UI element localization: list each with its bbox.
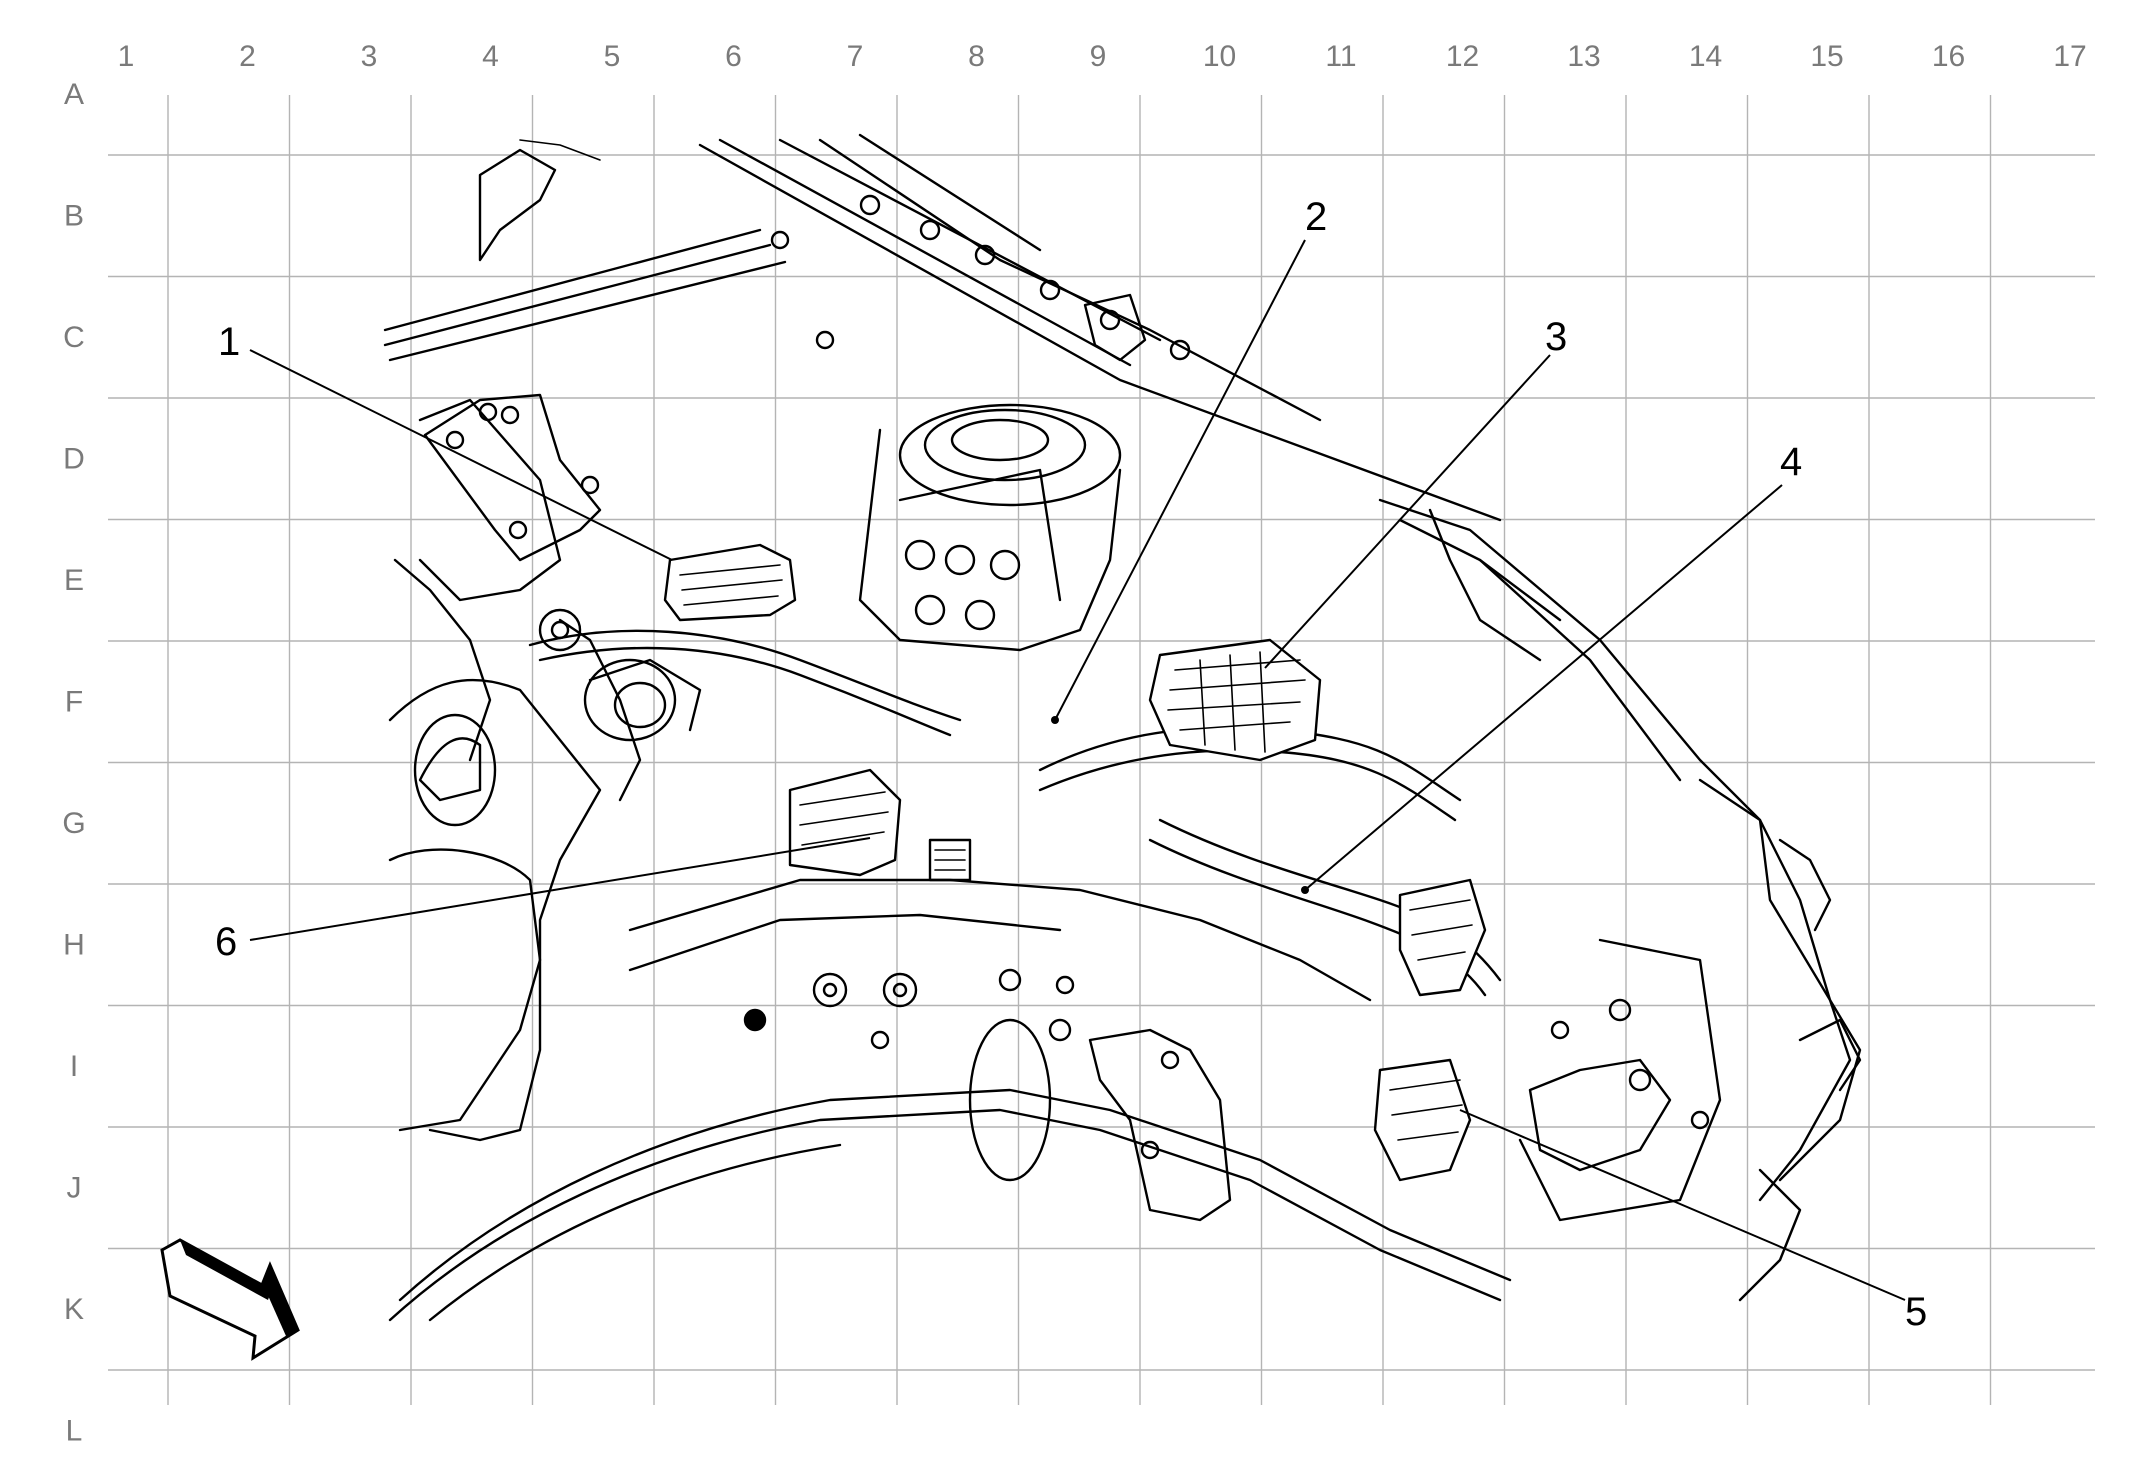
grid-column-label: 15 [1810,40,1843,73]
front-bumper-beam [698,138,1502,522]
view-direction-arrow-icon [160,1238,300,1361]
callout-3: 3 [1545,315,1567,359]
grid-column-label: 14 [1689,40,1722,73]
strut-tower [858,403,1122,652]
connector-5 [1373,1058,1472,1182]
grid-column-label: 17 [2053,40,2086,73]
callout-5: 5 [1905,1290,1927,1334]
grid-column-label: 8 [968,40,985,73]
left-wheelhouse [388,678,602,1142]
grid-row-label: G [62,807,85,840]
connector-4 [1398,878,1487,997]
grid-row-label: K [64,1293,84,1326]
underhood-fuse-block-3 [1148,638,1322,762]
lower-crossmember [388,1108,1502,1322]
main-wiring-harness [528,629,962,722]
line-art [383,133,1862,1322]
grid-row-label: I [70,1050,78,1083]
grid-row-label: A [64,78,84,111]
grid-row-label: L [66,1415,83,1448]
grid-row-label: J [67,1172,82,1205]
top-left-bracket [478,148,557,262]
grid-column-label: 13 [1567,40,1600,73]
grid-column-label: 9 [1090,40,1107,73]
grid-row-label: C [63,321,85,354]
relay-bracket-6 [788,768,972,882]
upper-rail-left [383,228,787,362]
callout-4: 4 [1780,440,1802,484]
radiator-support [818,133,1322,422]
center-frame-bracket [1088,1028,1232,1222]
callout-1: 1 [218,320,240,364]
grid-column-label: 11 [1325,40,1356,73]
reference-grid [108,95,2095,1405]
left-lower-panel [388,848,542,1132]
grid-column-label: 6 [725,40,742,73]
grid-row-label: F [65,686,83,719]
grid-column-label: 1 [118,40,135,73]
grid-row-label: E [64,564,84,597]
grid-column-label: 12 [1446,40,1479,73]
callout-6: 6 [215,920,237,964]
grid-row-label: D [63,443,85,476]
left-dash-panel [418,398,562,602]
right-bracket-plate [1518,938,1722,1222]
callout-2: 2 [1305,195,1327,239]
callouts: 1 2 3 4 5 6 [215,195,1927,1334]
grid-column-label: 16 [1932,40,1965,73]
grid-row-label: B [64,200,84,233]
grid-column-label: 7 [847,40,864,73]
grid-row-labels: A B C D E F G H I J K L [62,78,85,1448]
lower-inner-panel [628,878,1372,1002]
grid-column-label: 5 [604,40,621,73]
grid-column-label: 4 [482,40,499,73]
right-frame-upper [1378,498,1852,1202]
left-bracket [423,393,602,562]
grid-row-label: H [63,929,85,962]
grid-column-label: 10 [1203,40,1236,73]
fuse-block-connector-1 [663,543,797,622]
right-fender-edge [1698,778,1862,1182]
grid-column-label: 2 [239,40,256,73]
grid-column-label: 3 [361,40,378,73]
